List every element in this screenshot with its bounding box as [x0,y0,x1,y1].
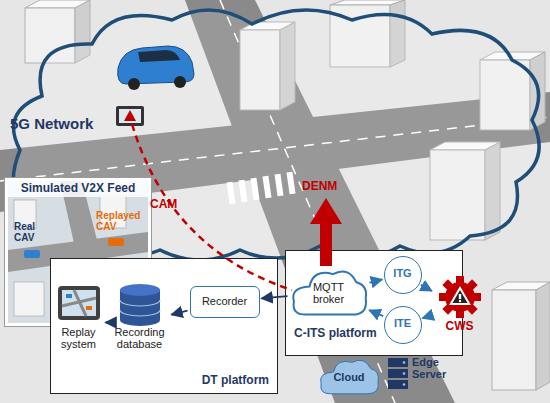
component-label: ITE [385,317,421,330]
cloud-icon: Cloud [318,356,380,398]
server-label: Edge Server [412,356,452,380]
network-label: 5G Network [10,116,120,133]
process-circle: ITE [384,306,422,344]
platform-title: DT platform [202,374,269,388]
edge-server-icon [388,358,408,389]
flow-arrow [369,310,383,316]
message-label: DENM [302,180,352,193]
process-circle: ITG [384,256,422,294]
component-label: ITG [385,267,421,280]
flow-arrow [261,296,287,298]
component-label: Replay system [48,326,110,351]
component-label: CWS [434,320,486,334]
flow-arrow [423,315,432,318]
vehicle-label: Real CAV [14,221,44,243]
warning-gear: CWS [434,276,486,338]
platform-title: C-ITS platform [294,327,377,341]
inset-title: Simulated V2X Feed [8,181,148,197]
recording-database: Recording database [110,284,170,362]
component-label: Recording database [104,326,176,351]
flow-arrow [369,279,382,282]
message-label: CAM [150,198,190,211]
broker-cloud: MQTT broker [290,266,368,320]
flow-arrow [171,311,187,315]
flow-arrow [106,322,108,324]
process-box: Recorder [190,286,260,318]
component-label: MQTT broker [302,281,356,306]
component-label: Cloud [318,371,380,384]
component-label: Recorder [191,295,259,308]
vehicle-label: Replayed CAV [96,210,146,232]
platform-box: DT platform Replay systemRecording databa… [50,258,278,394]
platform-box: C-ITS platformMQTT brokerITGITECWS [285,250,463,356]
flow-arrow [421,285,432,291]
replay-system: Replay system [54,284,104,362]
